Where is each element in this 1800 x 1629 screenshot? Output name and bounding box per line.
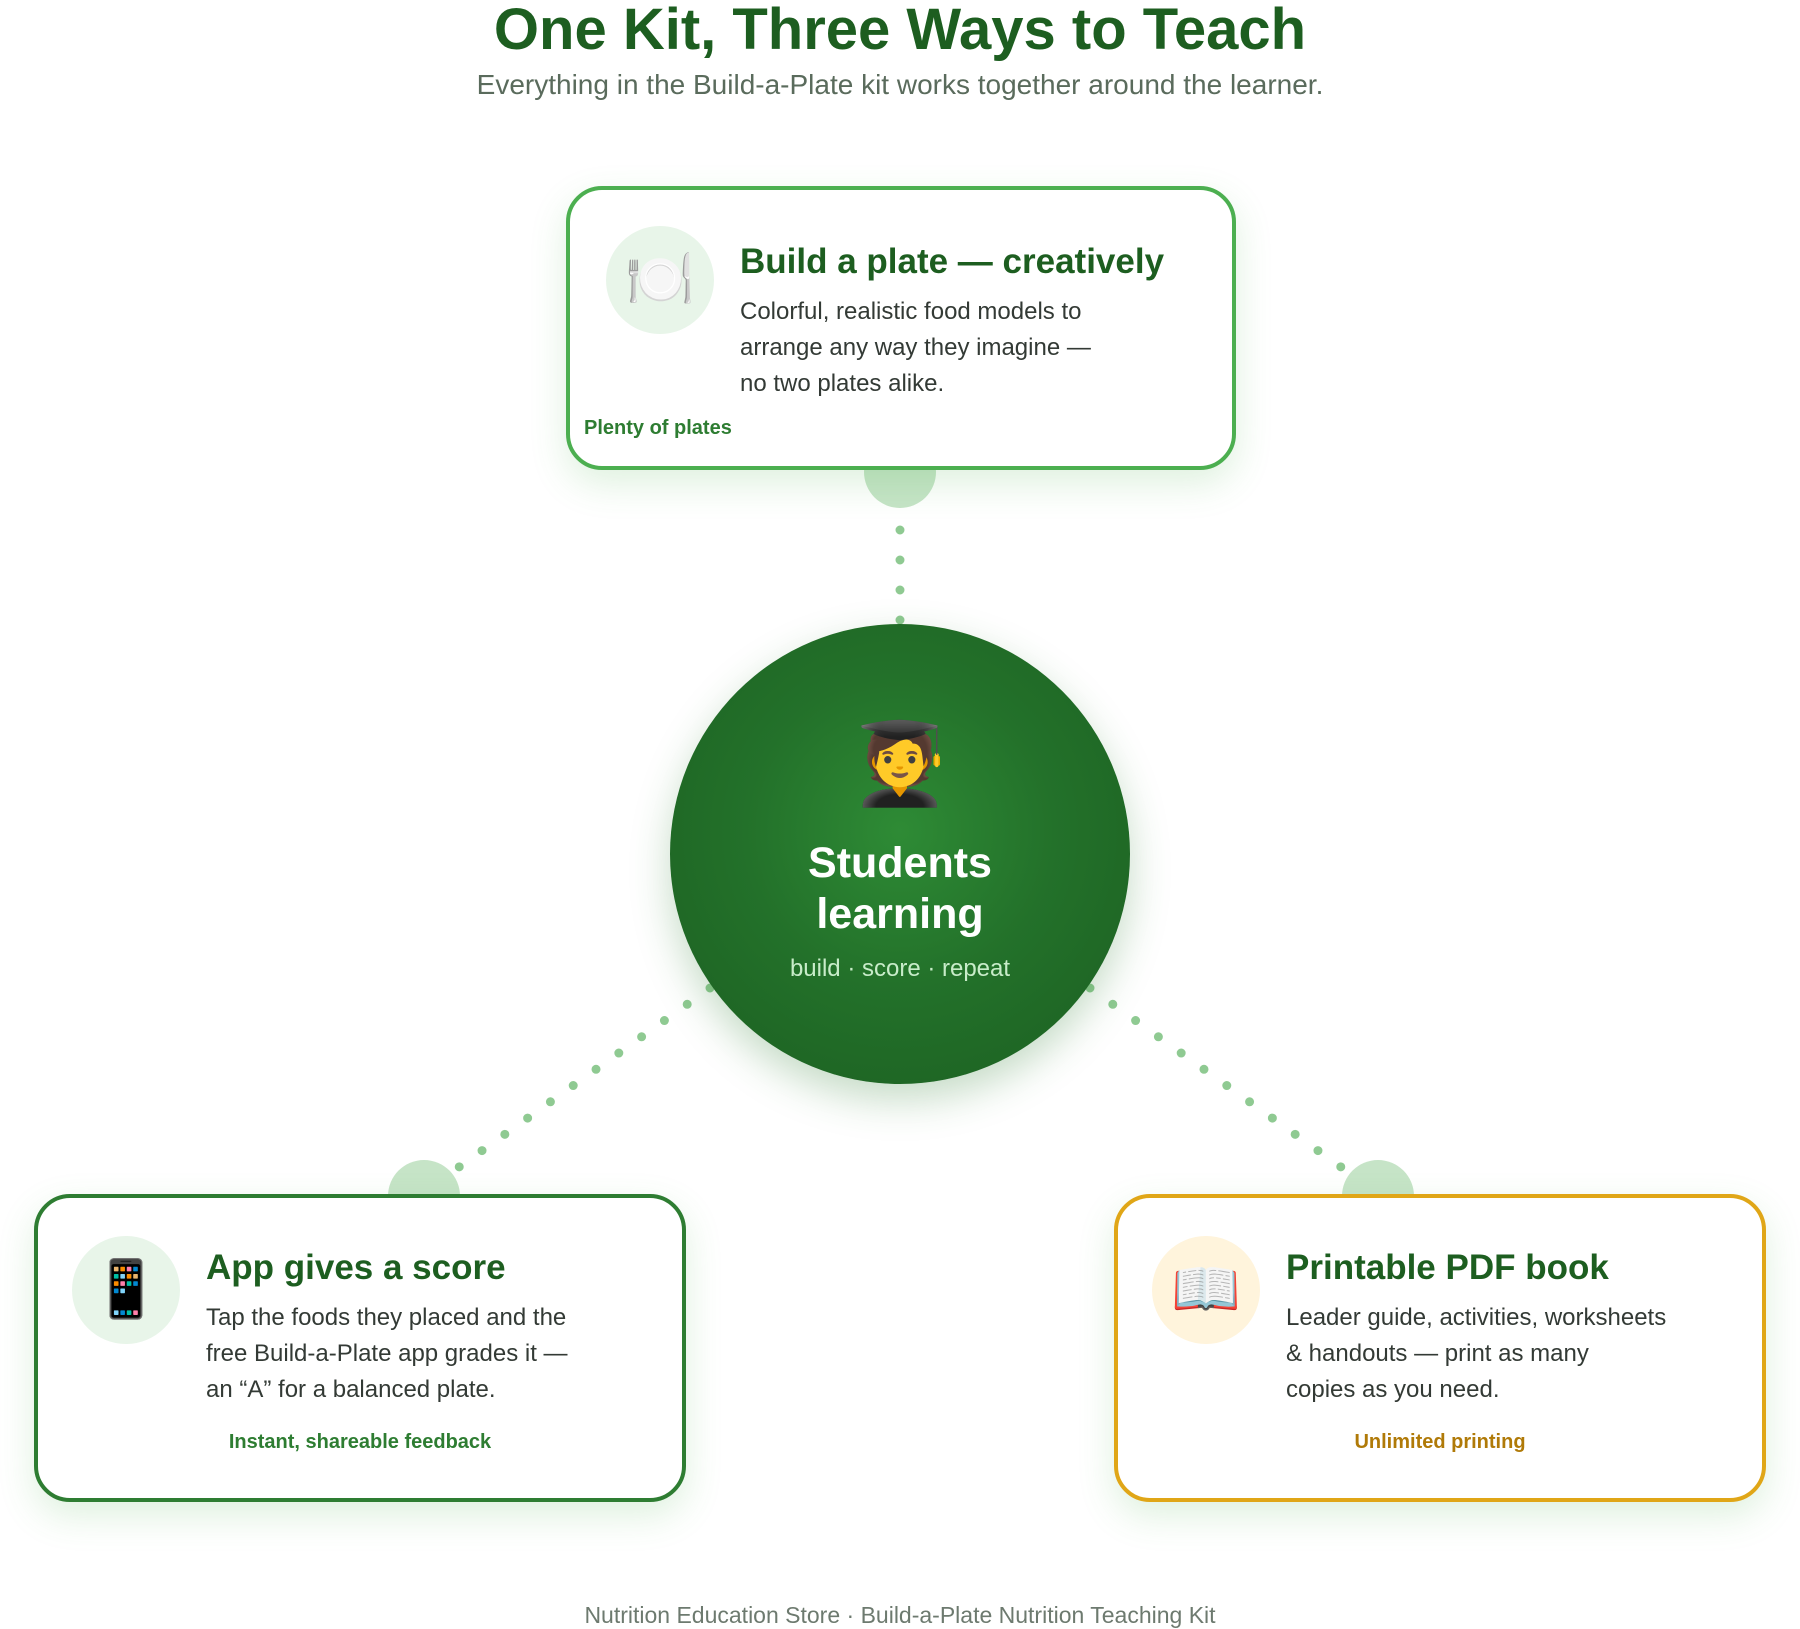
card-description-line: free Build-a-Plate app grades it — (206, 1340, 568, 1367)
mobile-phone-icon: 📱 (72, 1236, 180, 1344)
card-description-line: & handouts — print as many (1286, 1340, 1589, 1367)
hub-title-line: Students (808, 839, 992, 887)
card-title: Build a plate — creatively (740, 242, 1165, 281)
card-app-score: 📱 App gives a score Tap the foods they p… (34, 1194, 686, 1502)
card-tag: Plenty of plates (584, 417, 732, 439)
hub-subtitle: build · score · repeat (789, 955, 1011, 982)
hub-title: Students learning (670, 838, 1130, 940)
student-graduate-icon: 🧑‍🎓 (850, 717, 950, 810)
hub-students-learning: 🧑‍🎓 Students learning build · score · re… (670, 624, 1130, 1084)
open-book-icon: 📖 (1152, 1236, 1260, 1344)
card-description-line: Leader guide, activities, worksheets (1286, 1304, 1667, 1331)
card-description-line: no two plates alike. (740, 370, 945, 397)
connector-line-right (1085, 983, 1353, 1177)
card-description-line: Tap the foods they placed and the (206, 1304, 567, 1331)
card-description-line: arrange any way they imagine — (740, 334, 1091, 361)
card-tag: Unlimited printing (1354, 1431, 1526, 1453)
card-description-line: an “A” for a balanced plate. (206, 1376, 496, 1403)
connector-line-left (447, 983, 715, 1177)
card-description: Colorful, realistic food models to arran… (740, 294, 1091, 402)
card-description: Tap the foods they placed and the free B… (206, 1300, 568, 1408)
card-description: Leader guide, activities, worksheets & h… (1286, 1300, 1666, 1408)
card-build-a-plate: 🍽️ Build a plate — creatively Colorful, … (566, 186, 1236, 470)
page-subtitle: Everything in the Build-a-Plate kit work… (476, 69, 1324, 100)
card-title: Printable PDF book (1286, 1248, 1609, 1287)
plate-cutlery-icon: 🍽️ (606, 226, 714, 334)
card-tag: Instant, shareable feedback (228, 1431, 492, 1453)
card-printable-pdf: 📖 Printable PDF book Leader guide, activ… (1114, 1194, 1766, 1502)
card-description-line: Colorful, realistic food models to (740, 298, 1082, 325)
card-description-line: copies as you need. (1286, 1376, 1500, 1403)
page-title: One Kit, Three Ways to Teach (493, 0, 1307, 62)
hub-title-line: learning (816, 890, 984, 938)
card-title: App gives a score (206, 1248, 506, 1287)
footer-caption: Nutrition Education Store · Build-a-Plat… (584, 1602, 1216, 1628)
